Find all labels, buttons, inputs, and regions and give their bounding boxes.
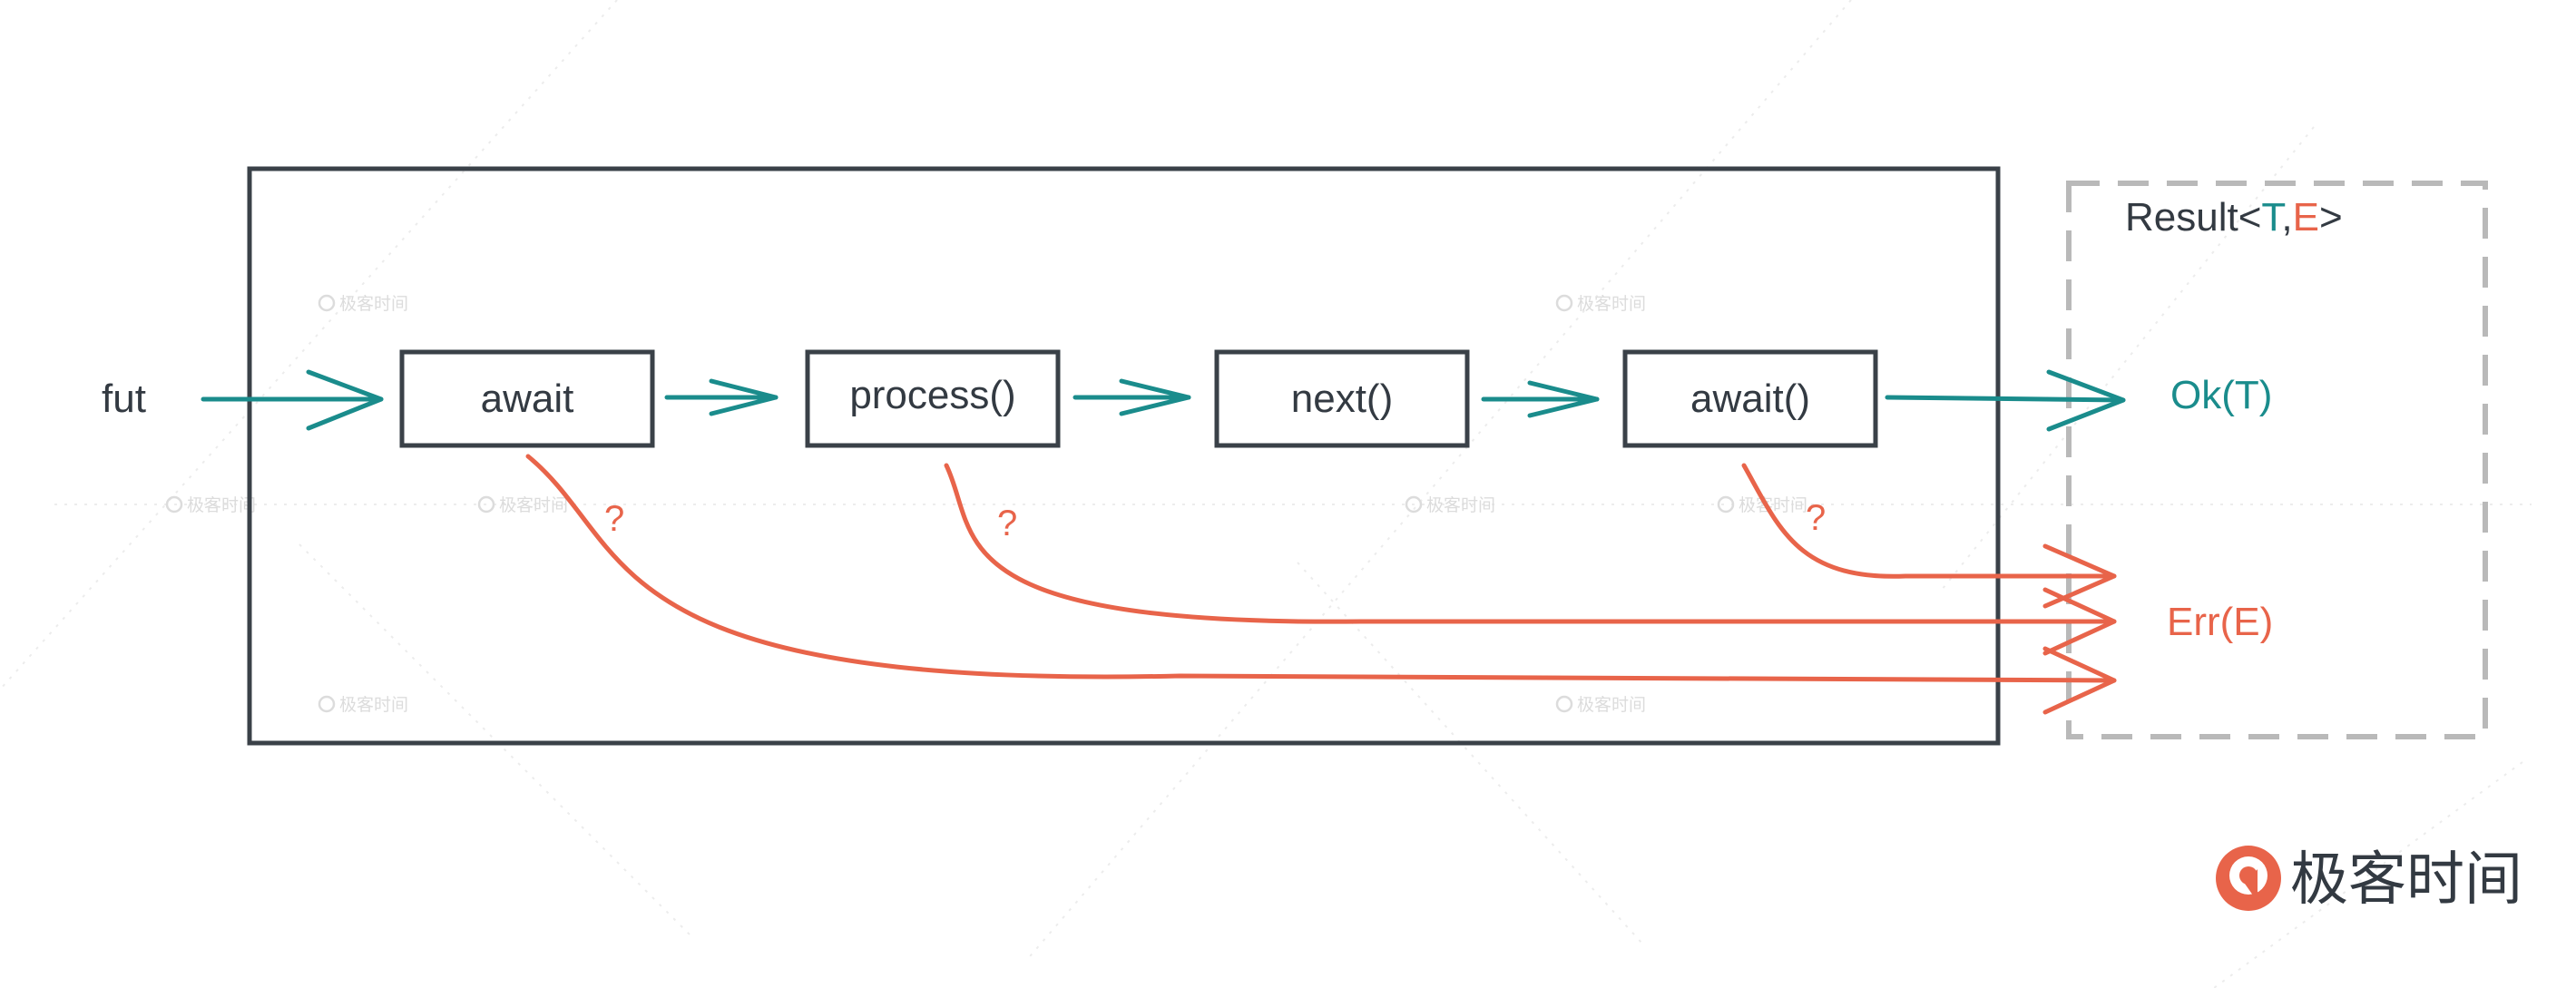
err-label: Err(E) (2167, 600, 2273, 644)
ok-label: Ok(T) (2170, 373, 2272, 417)
watermark-text: 极客时间 (339, 695, 408, 715)
watermark: 极客时间 (477, 495, 568, 515)
result-e: E (2293, 195, 2319, 240)
watermark: 极客时间 (1717, 495, 1807, 515)
success-arrow-1 (664, 378, 779, 416)
success-arrow-3 (1481, 380, 1600, 418)
stage-process: process() (805, 349, 1061, 448)
stage-label: next() (1291, 377, 1393, 421)
stage-label: await() (1690, 377, 1810, 421)
geektime-logo-icon (2216, 846, 2281, 911)
watermark-text: 极客时间 (1739, 495, 1807, 515)
watermark: 极客时间 (165, 495, 256, 515)
result-prefix: Result< (2125, 195, 2261, 240)
watermark-text: 极客时间 (1577, 695, 1646, 715)
stage-await: await (399, 349, 655, 448)
error-marker-process: ? (997, 504, 1017, 543)
watermark: 极客时间 (318, 294, 408, 314)
success-arrow-2 (1073, 378, 1191, 416)
watermark-text: 极客时间 (187, 495, 256, 515)
success-arrow-output (1885, 369, 2126, 432)
watermark-text: 极客时间 (339, 294, 408, 314)
error-marker-await-call: ? (1806, 498, 1826, 538)
success-arrows (201, 369, 2126, 432)
stage-label: await (481, 377, 574, 421)
watermark: 极客时间 (1405, 495, 1495, 515)
watermark: 极客时间 (318, 695, 408, 715)
error-marker-await: ? (604, 499, 624, 539)
error-arrows (525, 454, 2117, 715)
input-label: fut (102, 377, 146, 421)
result-box (2066, 181, 2488, 739)
logo-text: 极客时间 (2290, 846, 2522, 914)
error-arrow-from-await-call (1741, 463, 2117, 609)
success-arrow-input (201, 369, 384, 431)
result-comma: , (2281, 195, 2292, 240)
watermark-text: 极客时间 (1426, 495, 1495, 515)
stage-label: process() (849, 373, 1015, 417)
result-suffix: > (2319, 195, 2343, 240)
stage-next: next() (1214, 349, 1470, 448)
result-t: T (2261, 195, 2285, 240)
watermark-text: 极客时间 (499, 495, 568, 515)
stage-await-call: await() (1622, 349, 1878, 448)
watermarks: 极客时间 极客时间 极客时间 极客时间 极客时间 极客时间 极客时间 极客时间 (165, 294, 1807, 715)
error-arrow-from-process (944, 463, 2117, 656)
error-arrow-from-await (525, 454, 2117, 715)
geektime-logo: 极客时间 (2216, 846, 2522, 914)
result-title: Result<T,E> (2125, 195, 2343, 240)
pipeline-container (247, 166, 2001, 746)
watermark: 极客时间 (1555, 695, 1646, 715)
watermark-text: 极客时间 (1577, 294, 1646, 314)
watermark: 极客时间 (1555, 294, 1646, 314)
